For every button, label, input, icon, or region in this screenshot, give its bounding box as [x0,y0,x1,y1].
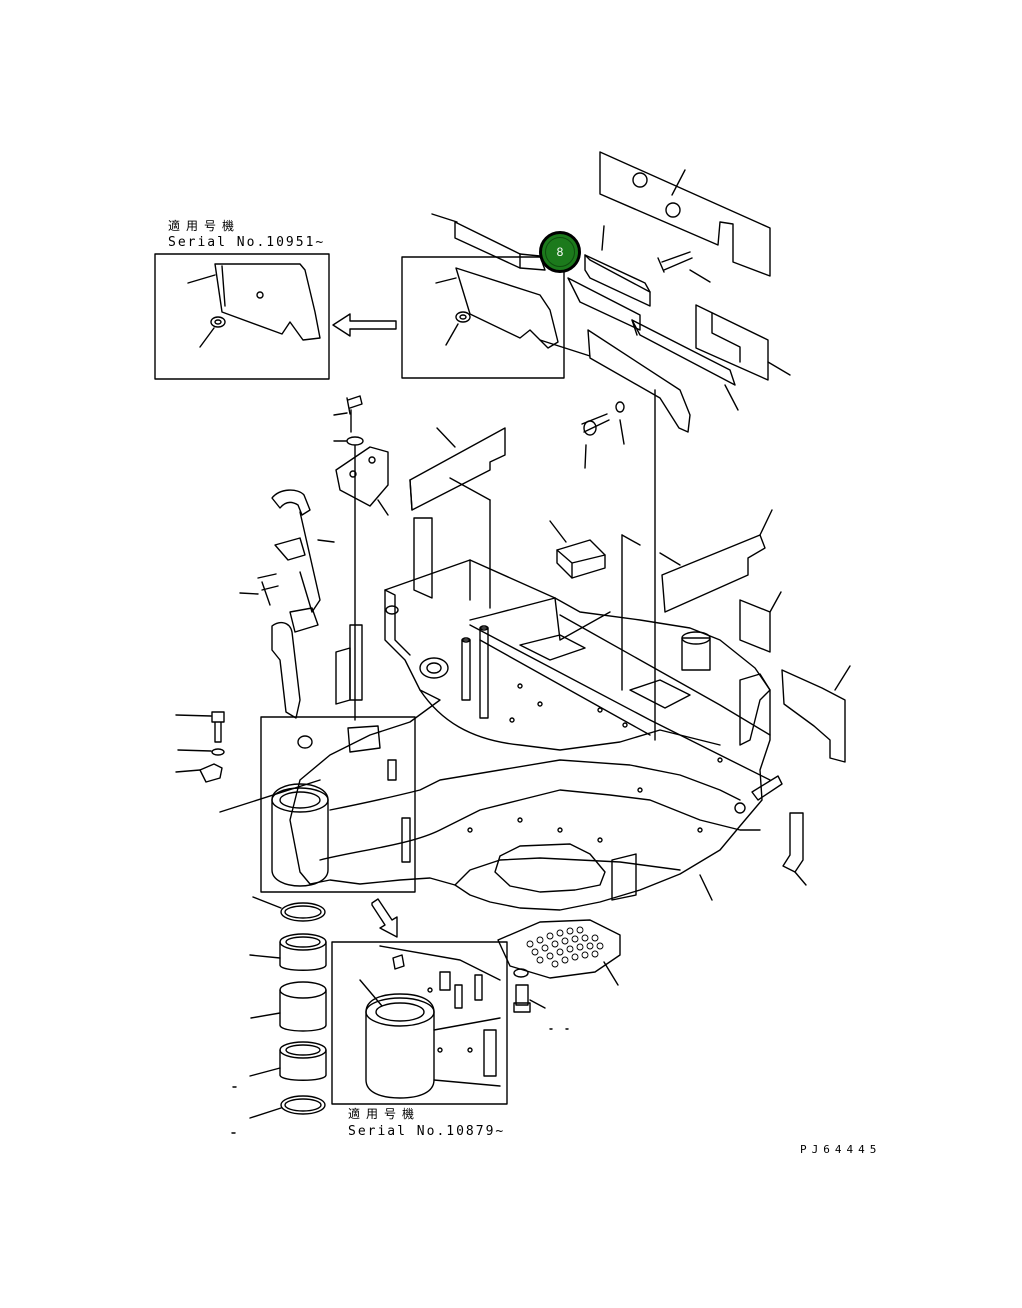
lower-inset-serial: Serial No.10879~ [348,1124,506,1139]
hook-bracket [239,489,335,719]
drawing-code: PJ64445 [800,1143,882,1156]
plate-bolts [333,395,389,721]
down-arrow-icon [371,898,398,938]
left-bolts [175,711,321,813]
bushing-stack [231,896,327,1134]
boss-detail-box [260,716,416,893]
upper-left-inset [154,253,330,380]
lower-inset [331,941,508,1105]
left-arrow-icon [332,313,397,337]
callout-8-button[interactable]: 8 [539,231,581,273]
top-cover-parts [431,151,791,469]
upper-inset-jp-caption: 適用号機 [168,219,241,233]
callout-label: 8 [556,245,564,259]
upper-middle-box [401,256,565,379]
side-cushions [409,427,851,886]
upper-inset-serial: Serial No.10951~ [168,235,326,250]
mesh-cover [497,919,621,1030]
main-frame [289,389,783,911]
lower-inset-jp-caption: 適用号機 [348,1107,421,1121]
